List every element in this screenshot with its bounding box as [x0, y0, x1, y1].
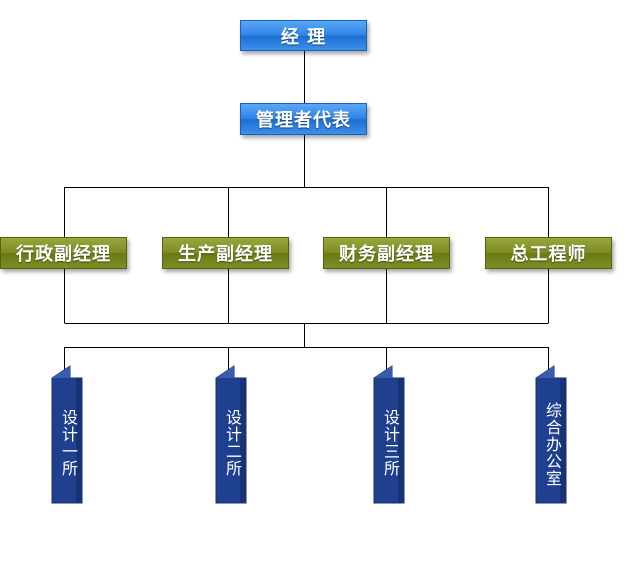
deputy-label: 行政副经理	[16, 244, 111, 265]
dept-label-general-office: 综合办公室	[543, 401, 562, 487]
deputy-label: 总工程师	[510, 244, 587, 265]
rep-label: 管理者代表	[256, 110, 351, 131]
deputy-box-finance: 财务副经理	[323, 237, 450, 269]
deputy-box-production: 生产副经理	[162, 237, 289, 269]
deputy-box-admin: 行政副经理	[0, 237, 127, 269]
manager-label: 经 理	[280, 26, 327, 48]
dept-tab-design-1	[51, 365, 83, 504]
dept-tab-design-3	[373, 365, 405, 504]
dept-label-design-1: 设计一所	[59, 409, 78, 477]
rep-box: 管理者代表	[240, 103, 367, 135]
dept-label-design-3: 设计三所	[381, 409, 400, 477]
deputy-label: 生产副经理	[178, 244, 273, 265]
dept-label-design-2: 设计二所	[223, 409, 242, 477]
dept-tab-general-office	[535, 365, 567, 504]
deputy-label: 财务副经理	[339, 244, 434, 265]
dept-tab-design-2	[215, 365, 247, 504]
deputy-box-chief-engineer: 总工程师	[485, 237, 612, 269]
manager-box: 经 理	[240, 20, 367, 51]
